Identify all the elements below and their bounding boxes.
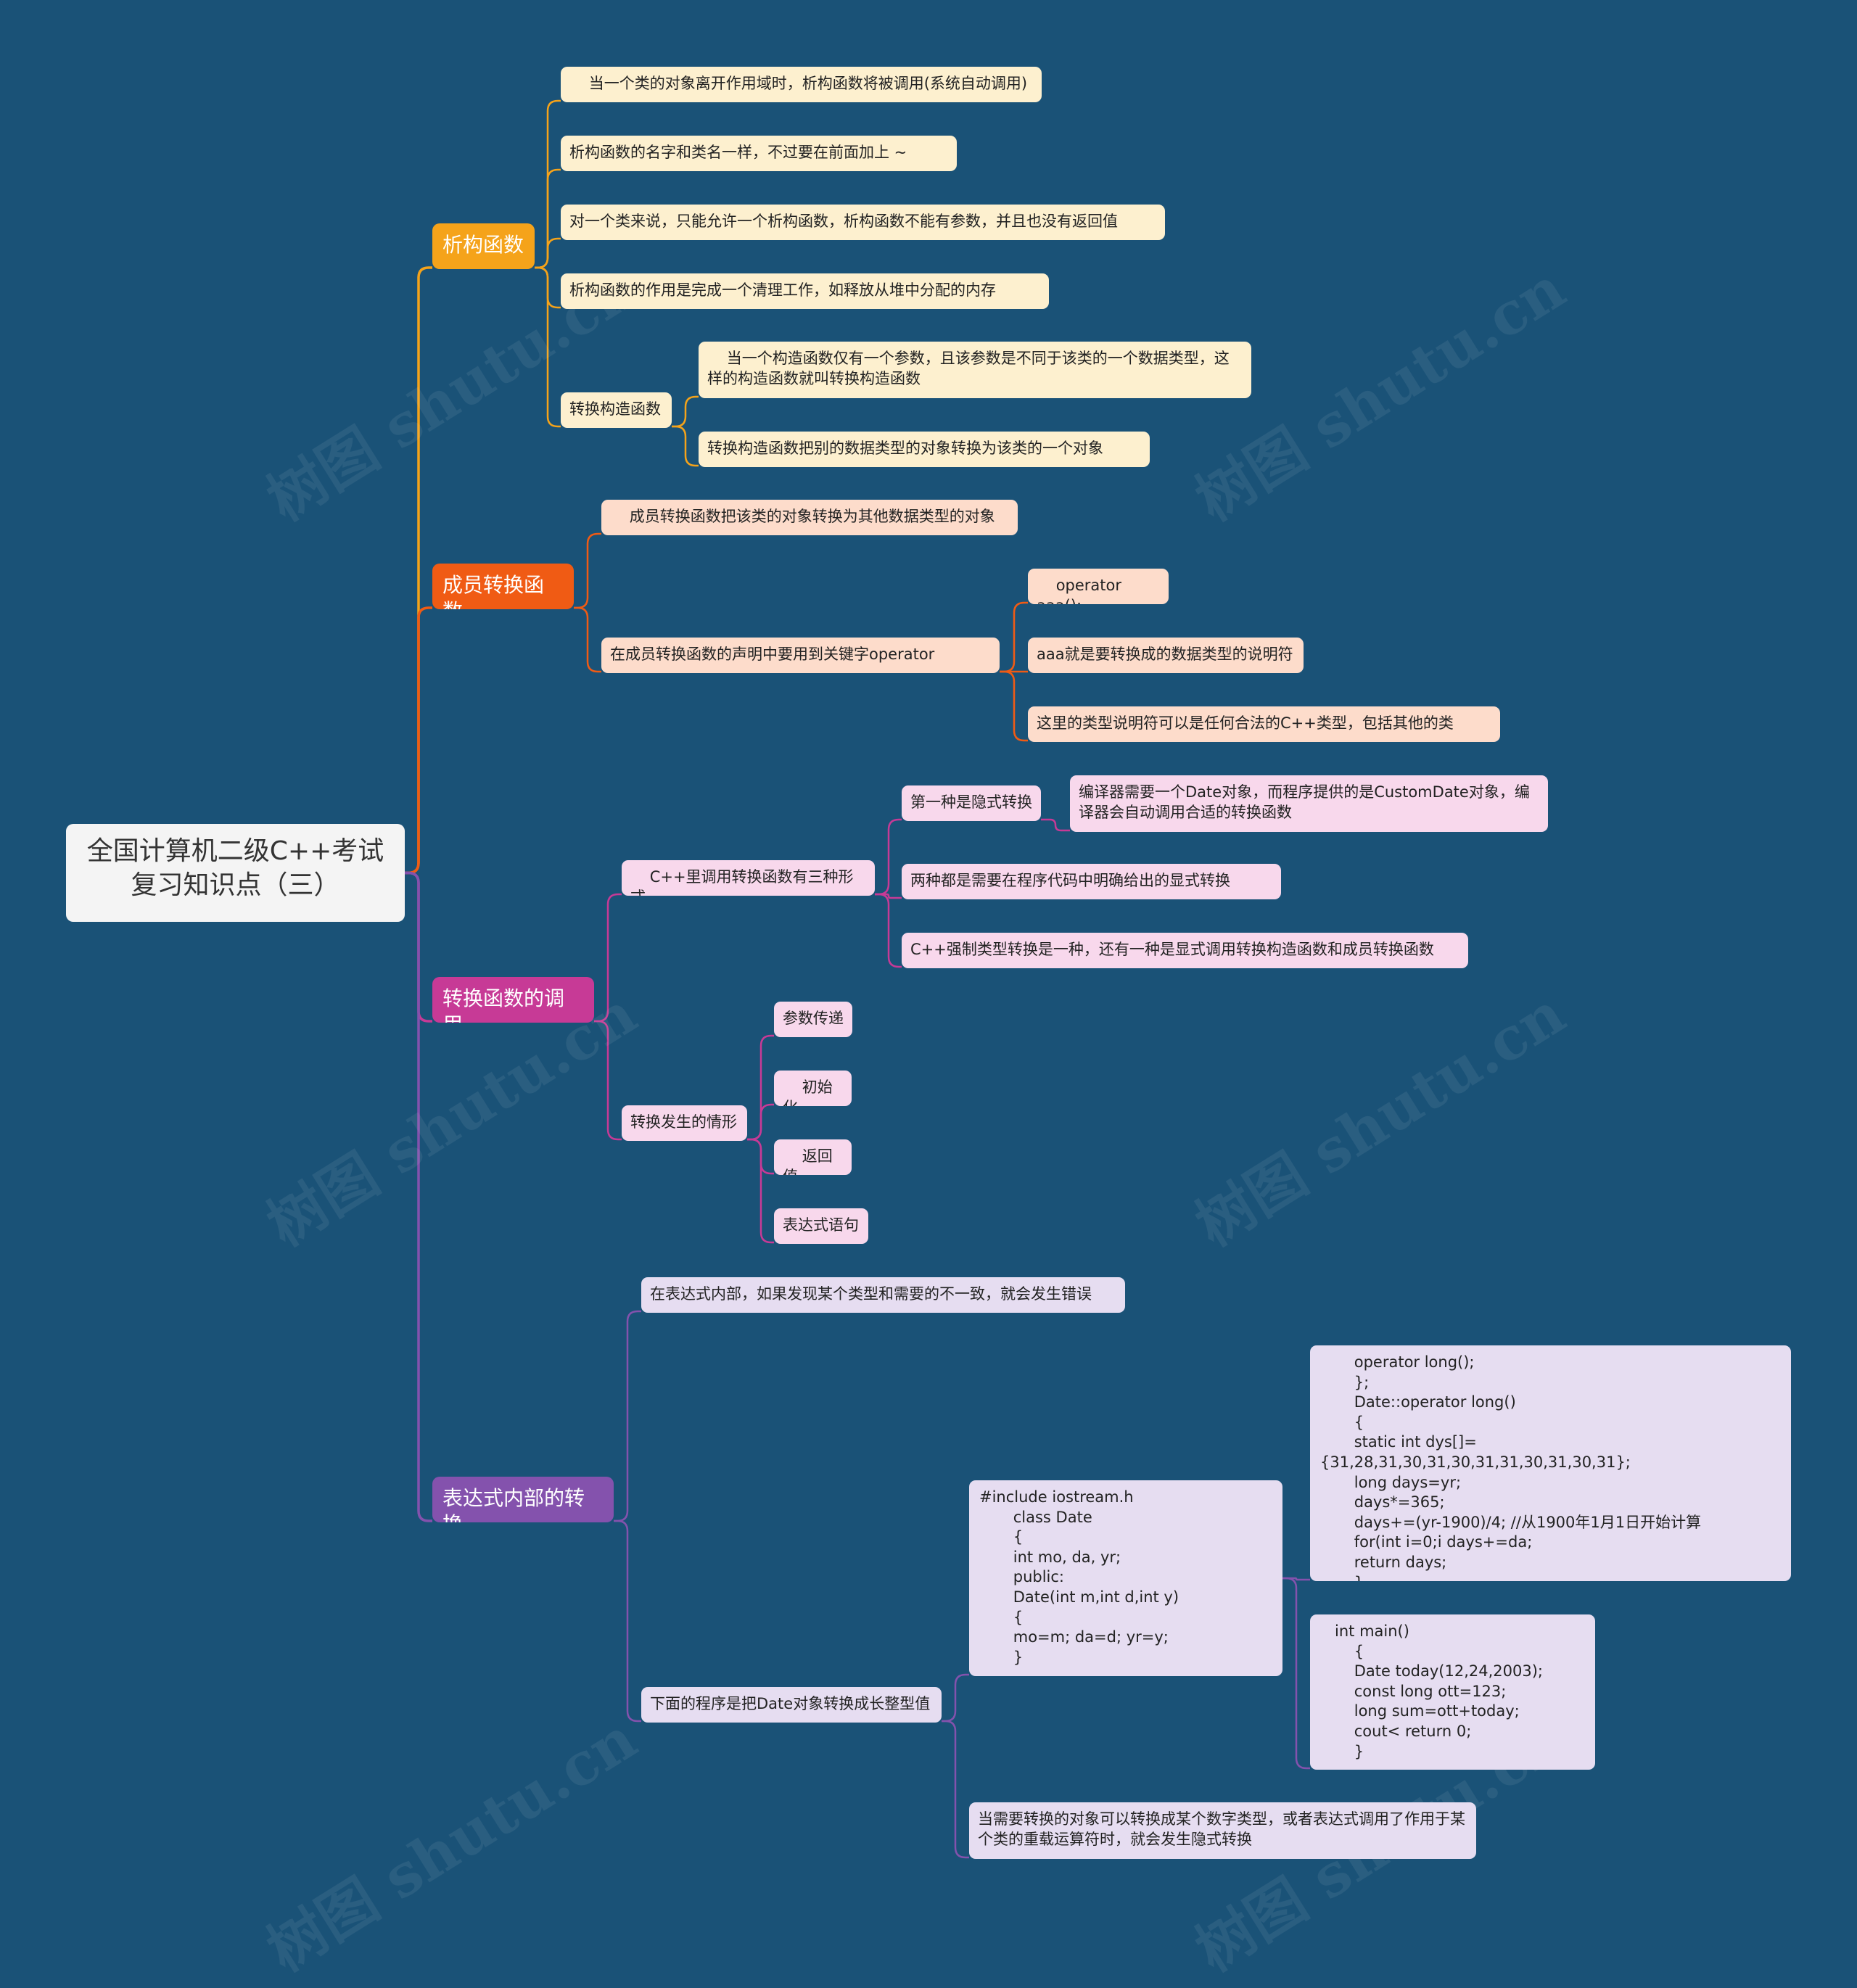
connector-n-b3-1-1 [747, 1103, 774, 1141]
occasion-return-value[interactable]: 返回值 [774, 1139, 852, 1175]
connector-n-b4-1-0 [942, 1673, 969, 1723]
mind-map-canvas: 树图 shutu.cn 树图 shutu.cn 树图 shutu.cn 树图 s… [66, 67, 1791, 1984]
connector-n-b1-4-0 [672, 395, 699, 428]
expression-type-mismatch[interactable]: 在表达式内部，如果发现某个类型和需要的不一致，就会发生错误 [641, 1277, 1125, 1313]
root-topic[interactable]: 全国计算机二级C++考试 复习知识点（三） [66, 824, 405, 922]
connector-n-b2-1-0 [1000, 601, 1028, 673]
three-call-forms[interactable]: C++里调用转换函数有三种形式 [622, 860, 875, 896]
code-main[interactable]: int main() { Date today(12,24,2003); con… [1310, 1614, 1595, 1770]
branch-expression-conversion[interactable]: 表达式内部的转换 [432, 1477, 614, 1522]
explicit-conversion[interactable]: 两种都是需要在程序代码中明确给出的显式转换 [902, 864, 1281, 899]
connector-n-b4-1-0-0 [1282, 1577, 1310, 1581]
branch-destructor[interactable]: 析构函数 [432, 223, 535, 269]
connector-n-b3-1 [594, 1020, 622, 1141]
occasion-initialization[interactable]: 初始化 [774, 1071, 852, 1106]
branch-member-conversion[interactable]: 成员转换函数 [432, 564, 574, 609]
connector-n-b2-0 [574, 532, 601, 609]
operator-any-type[interactable]: 这里的类型说明符可以是任何合法的C++类型，包括其他的类 [1028, 706, 1500, 742]
connector-lines [405, 99, 1310, 1859]
operator-example[interactable]: operator aaa(); [1028, 569, 1169, 604]
connector-n-b3-0-1 [875, 893, 902, 899]
date-to-long-program[interactable]: 下面的程序是把Date对象转换成长整型值 [641, 1687, 942, 1723]
connector-n-b4-0 [614, 1310, 641, 1522]
connector-n-b2 [405, 606, 432, 875]
connector-n-b4-1-0-1 [1282, 1577, 1310, 1770]
conversion-constructor[interactable]: 转换构造函数 [561, 392, 672, 428]
code-class-date[interactable]: #include iostream.h class Date { int mo,… [969, 1480, 1282, 1676]
occasion-expression-statement[interactable]: 表达式语句 [774, 1208, 868, 1244]
code-operator-long[interactable]: operator long(); }; Date::operator long(… [1310, 1345, 1791, 1581]
destructor-item-cleanup[interactable]: 析构函数的作用是完成一个清理工作，如释放从堆中分配的内存 [561, 273, 1049, 309]
implicit-conversion[interactable]: 第一种是隐式转换 [902, 785, 1041, 821]
connector-n-b3-0-0-0 [1041, 818, 1070, 832]
connector-n-b4 [405, 871, 432, 1522]
destructor-item-scope[interactable]: 当一个类的对象离开作用域时，析构函数将被调用(系统自动调用) [561, 67, 1042, 102]
connector-n-b1-4 [535, 266, 561, 428]
implicit-conversion-condition[interactable]: 当需要转换的对象可以转换成某个数字类型，或者表达式调用了作用于某个类的重载运算符… [969, 1802, 1476, 1859]
occasion-parameter-passing[interactable]: 参数传递 [774, 1002, 852, 1037]
connector-n-b3-0 [594, 893, 622, 1023]
connector-n-b3-1-3 [747, 1138, 774, 1244]
operator-type-specifier[interactable]: aaa就是要转换成的数据类型的说明符 [1028, 638, 1304, 673]
destructor-item-single[interactable]: 对一个类来说，只能允许一个析构函数，析构函数不能有参数，并且也没有返回值 [561, 205, 1165, 240]
destructor-item-name[interactable]: 析构函数的名字和类名一样，不过要在前面加上 ~ [561, 136, 957, 171]
connector-n-b2-1-2 [1000, 670, 1028, 742]
branch-conversion-call[interactable]: 转换函数的调用 [432, 977, 594, 1023]
connector-n-b4-1 [614, 1519, 641, 1723]
conversion-constructor-purpose[interactable]: 转换构造函数把别的数据类型的对象转换为该类的一个对象 [699, 432, 1150, 467]
connector-n-b1-4-1 [672, 425, 699, 467]
cast-conversion[interactable]: C++强制类型转换是一种，还有一种是显式调用转换构造函数和成员转换函数 [902, 933, 1468, 968]
connector-n-b3-0-0 [875, 818, 902, 896]
conversion-constructor-definition[interactable]: 当一个构造函数仅有一个参数，且该参数是不同于该类的一个数据类型，这样的构造函数就… [699, 342, 1251, 398]
member-conversion-definition[interactable]: 成员转换函数把该类的对象转换为其他数据类型的对象 [601, 500, 1018, 535]
conversion-occasions[interactable]: 转换发生的情形 [622, 1105, 747, 1141]
implicit-conversion-detail[interactable]: 编译器需要一个Date对象，而程序提供的是CustomDate对象，编译器会自动… [1070, 775, 1548, 832]
connector-n-b3-0-2 [875, 893, 902, 968]
connector-n-b1-2 [535, 237, 561, 269]
connector-n-b2-1 [574, 606, 601, 673]
connector-n-b4-1-1 [942, 1720, 969, 1859]
operator-keyword[interactable]: 在成员转换函数的声明中要用到关键字operator [601, 638, 1000, 673]
